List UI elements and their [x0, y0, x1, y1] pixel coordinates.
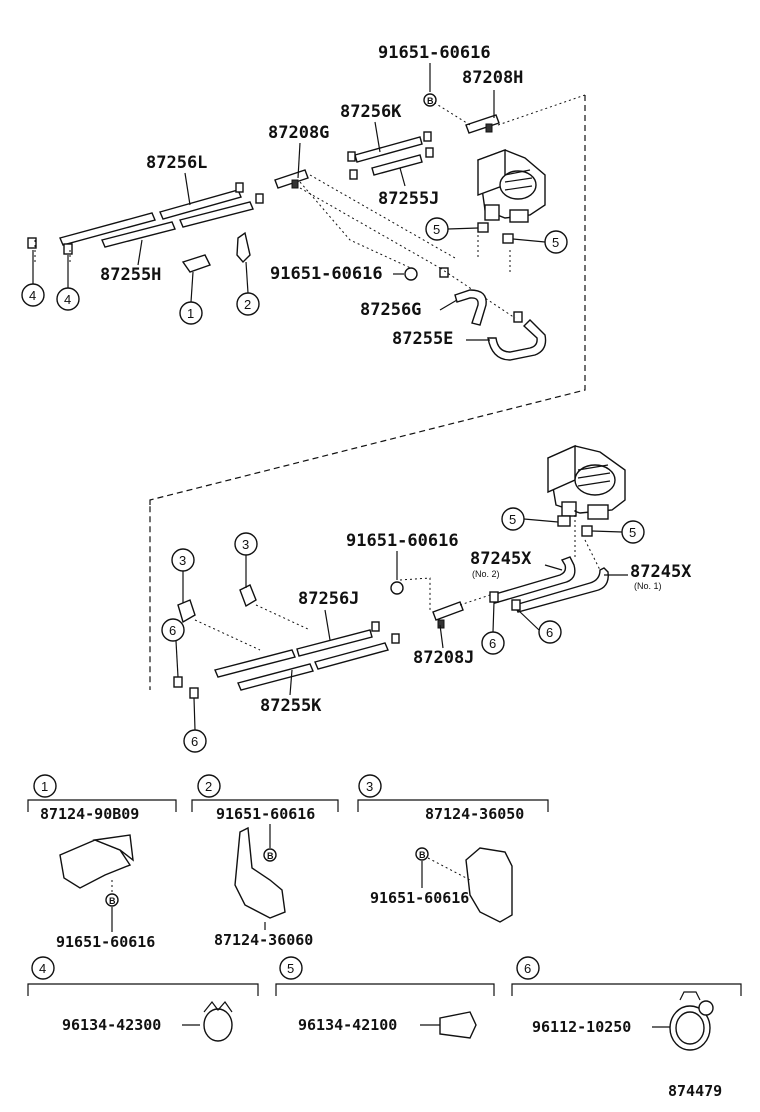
svg-text:B: B: [267, 851, 274, 861]
upper-bolt-top-label: 91651-60616: [378, 43, 491, 63]
hose-87256L-drawing: [59, 189, 242, 246]
upper-canister-drawing: [477, 148, 546, 223]
upper-bolt-mid-label: 91651-60616: [270, 264, 383, 284]
legend-2-bolt: 91651-60616: [216, 805, 315, 823]
hose-87255J-drawing: [371, 154, 423, 176]
svg-text:6: 6: [546, 625, 553, 640]
legend-2-part: 87124-36060: [214, 931, 313, 949]
hose-87256J-drawing: [214, 629, 373, 678]
bracket-3-lower-b: [239, 584, 257, 608]
bolt-mark-text: B: [427, 96, 434, 106]
legend-4-part: 96134-42300: [62, 1016, 161, 1034]
svg-text:5: 5: [433, 222, 440, 237]
legend-item-3: 3 87124-36050 B 91651-60616: [357, 774, 549, 923]
connector-87208G-label: 87208G: [268, 123, 329, 143]
bracket-1-upper: [181, 254, 211, 273]
hose-87255H-label: 87255H: [100, 265, 161, 285]
connector-87208J-label: 87208J: [413, 648, 474, 668]
upper-clamp-5b: [502, 233, 514, 244]
hose-87256G-label: 87256G: [360, 300, 421, 320]
connector-87208G-drawing: [274, 169, 309, 189]
hose-87255E-label: 87255E: [392, 329, 453, 349]
svg-text:B: B: [419, 850, 426, 860]
connector-87208H-drawing: [465, 114, 500, 134]
svg-text:1: 1: [187, 306, 194, 321]
upper-bolt-mid-mark: [404, 267, 418, 281]
hose-87245X-no2-label: 87245X: [470, 549, 532, 569]
svg-text:6: 6: [489, 636, 496, 651]
svg-text:3: 3: [366, 779, 373, 794]
hose-87255K-drawing: [237, 642, 389, 691]
legend-3-bolt: 91651-60616: [370, 889, 469, 907]
phantom-outline: [149, 95, 586, 690]
legend-item-2: 2 91651-60616 B 87124-36060: [191, 774, 339, 949]
legend-item-1: 1 87124-90B09 B 91651-60616: [27, 774, 177, 951]
hose-87245X-no2-sub: (No. 2): [472, 569, 500, 579]
hose-87245X-no2-drawing: [491, 556, 576, 604]
hose-87245X-no1-drawing: [514, 567, 609, 613]
lower-callouts: 5 5 3 3 6 6 6 6: [161, 507, 645, 753]
lower-clamp-5b: [581, 525, 593, 537]
svg-text:2: 2: [205, 779, 212, 794]
hose-87255K-label: 87255K: [260, 696, 322, 716]
connector-87208J-drawing: [432, 601, 464, 629]
upper-bolt-top-mark: [423, 93, 437, 107]
legend-1-bolt: 91651-60616: [56, 933, 155, 951]
lower-canister-drawing: [547, 444, 626, 520]
legend-6-part: 96112-10250: [532, 1018, 631, 1036]
upper-clamps: [27, 131, 523, 323]
legend-item-4: 4 96134-42300: [27, 956, 259, 1042]
bracket-2-upper: [236, 231, 251, 264]
svg-text:3: 3: [179, 553, 186, 568]
hose-87256J-label: 87256J: [298, 589, 359, 609]
svg-text:B: B: [109, 896, 116, 906]
hose-87245X-no1-label: 87245X: [630, 562, 692, 582]
connector-87208H-label: 87208H: [462, 68, 523, 88]
lower-bolt-mark: [390, 581, 404, 595]
hose-87256G-drawing: [454, 289, 487, 326]
svg-text:6: 6: [191, 734, 198, 749]
svg-text:2: 2: [244, 297, 251, 312]
hose-87256K-drawing: [354, 136, 423, 163]
hose-87245X-no1-sub: (No. 1): [634, 581, 662, 591]
hose-87255H-drawing: [101, 201, 254, 248]
svg-text:5: 5: [287, 961, 294, 976]
svg-text:5: 5: [629, 525, 636, 540]
svg-text:6: 6: [524, 961, 531, 976]
svg-text:5: 5: [509, 512, 516, 527]
legend-item-6: 6 96112-10250: [511, 956, 742, 1051]
bracket-3-lower-a: [177, 599, 196, 624]
legend-1-part: 87124-90B09: [40, 805, 139, 823]
upper-callouts: 4 4 1 2 5 5: [21, 217, 568, 325]
legend-3-part: 87124-36050: [425, 805, 524, 823]
svg-text:4: 4: [29, 288, 36, 303]
svg-text:3: 3: [242, 537, 249, 552]
hose-87256K-label: 87256K: [340, 102, 402, 122]
hose-87256L-label: 87256L: [146, 153, 207, 173]
figure-id: 874479: [668, 1082, 722, 1100]
svg-text:4: 4: [39, 961, 46, 976]
upper-clamp-5a: [477, 222, 489, 233]
svg-text:1: 1: [41, 779, 48, 794]
legend-5-part: 96134-42100: [298, 1016, 397, 1034]
hose-87255J-label: 87255J: [378, 189, 439, 209]
svg-text:4: 4: [64, 292, 71, 307]
svg-text:6: 6: [169, 623, 176, 638]
svg-text:5: 5: [552, 235, 559, 250]
lower-clamp-5a: [557, 515, 571, 527]
lower-leader-lines: [194, 510, 601, 651]
lower-bolt-label: 91651-60616: [346, 531, 459, 551]
legend-item-5: 5 96134-42100: [275, 956, 495, 1039]
hose-87255E-drawing: [487, 319, 547, 361]
